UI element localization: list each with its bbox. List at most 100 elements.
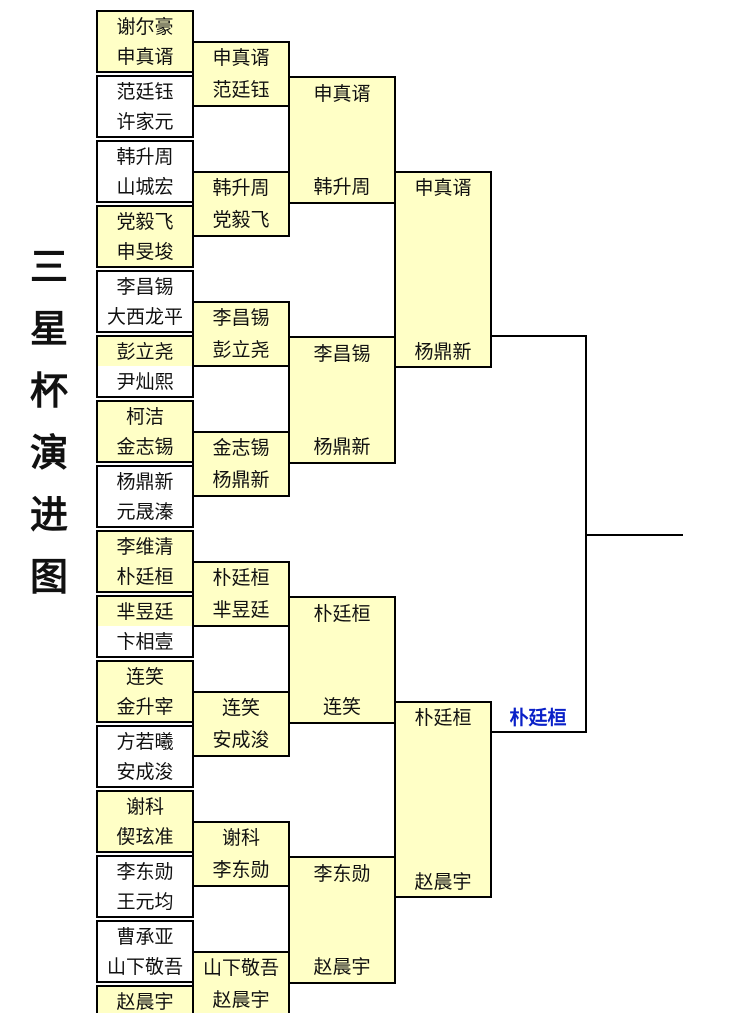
player-name: 卞相壹 xyxy=(116,631,174,653)
highlight-cell xyxy=(96,236,194,267)
highlight-cell xyxy=(96,595,194,626)
player-name: 李东勋 xyxy=(116,861,174,883)
player-name: 连笑 xyxy=(322,696,361,718)
player-name: 韩升周 xyxy=(116,146,174,168)
round2-match-box xyxy=(192,561,290,627)
player-name: 尹灿熙 xyxy=(116,371,174,393)
player-name: 朴廷桓 xyxy=(116,566,174,588)
player-name: 李东勋 xyxy=(313,863,371,885)
player-name: 赵晨宇 xyxy=(212,989,270,1011)
round2-match-box xyxy=(192,301,290,367)
player-name: 杨鼎新 xyxy=(313,436,371,458)
player-name: 金志锡 xyxy=(212,437,270,459)
player-name: 李昌锡 xyxy=(116,276,174,298)
player-name: 党毅飞 xyxy=(116,211,174,233)
player-name: 朴廷桓 xyxy=(212,567,270,589)
title-char: 图 xyxy=(29,554,68,599)
highlight-cell xyxy=(96,431,194,462)
title-char: 三 xyxy=(29,244,68,289)
player-name: 朴廷桓 xyxy=(313,603,371,625)
round4-match-box xyxy=(394,171,492,368)
player-name: 彭立尧 xyxy=(212,339,270,361)
highlight-cell xyxy=(96,790,194,821)
player-name: 申真谞 xyxy=(414,177,472,199)
player-name: 朴廷桓 xyxy=(509,707,567,729)
player-name: 范廷钰 xyxy=(212,79,270,101)
player-name: 李维清 xyxy=(116,536,174,558)
player-name: 谢科 xyxy=(125,796,164,818)
round2-match-box xyxy=(192,41,290,107)
player-name: 党毅飞 xyxy=(212,209,270,231)
player-name: 申真谞 xyxy=(313,83,371,105)
player-name: 申真谞 xyxy=(212,47,270,69)
title-char: 杯 xyxy=(29,368,68,413)
player-name: 金升宰 xyxy=(116,696,174,718)
player-name: 谢科 xyxy=(221,827,260,849)
highlight-cell xyxy=(96,10,194,41)
round3-match-box xyxy=(288,76,396,204)
round3-match-box xyxy=(288,596,396,724)
title-char: 进 xyxy=(29,492,68,537)
bracket-line xyxy=(490,335,587,337)
bracket-line xyxy=(585,534,683,536)
title-char: 演 xyxy=(29,430,68,475)
highlight-cell xyxy=(96,205,194,236)
round3-match-box xyxy=(288,336,396,464)
player-name: 杨鼎新 xyxy=(414,341,472,363)
player-name: 王元均 xyxy=(116,891,174,913)
player-name: 金志锡 xyxy=(116,436,174,458)
highlight-cell xyxy=(96,41,194,72)
highlight-cell xyxy=(96,821,194,852)
highlight-cell xyxy=(96,561,194,592)
player-name: 杨鼎新 xyxy=(212,469,270,491)
player-name: 安成浚 xyxy=(116,761,174,783)
player-name: 赵晨宇 xyxy=(116,991,174,1013)
round2-match-box xyxy=(192,431,290,497)
round2-match-box xyxy=(192,821,290,887)
player-name: 李昌锡 xyxy=(212,307,270,329)
highlight-cell xyxy=(96,335,194,366)
player-name: 曹承亚 xyxy=(116,926,174,948)
round2-match-box xyxy=(192,171,290,237)
player-name: 彭立尧 xyxy=(116,341,174,363)
player-name: 朴廷桓 xyxy=(414,707,472,729)
title-char: 星 xyxy=(29,306,68,351)
player-name: 申旻埈 xyxy=(116,241,174,263)
player-name: 大西龙平 xyxy=(106,306,183,328)
round3-match-box xyxy=(288,856,396,984)
bracket-title: 三 星 杯 演 进 图 xyxy=(26,236,72,608)
player-name: 杨鼎新 xyxy=(116,471,174,493)
player-name: 方若曦 xyxy=(116,731,174,753)
round2-match-box xyxy=(192,691,290,757)
player-name: 元晟溱 xyxy=(116,501,174,523)
round4-match-box xyxy=(394,701,492,898)
player-name: 赵晨宇 xyxy=(313,956,371,978)
player-name: 山下敬吾 xyxy=(202,957,279,979)
highlight-cell xyxy=(96,530,194,561)
player-name: 芈昱廷 xyxy=(116,601,174,623)
player-name: 韩升周 xyxy=(313,176,371,198)
highlight-cell xyxy=(96,660,194,691)
round2-match-box xyxy=(192,951,290,1013)
player-name: 连笑 xyxy=(125,666,164,688)
player-name: 谢尔豪 xyxy=(116,16,174,38)
player-name: 山城宏 xyxy=(116,176,174,198)
player-name: 范廷钰 xyxy=(116,81,174,103)
player-name: 韩升周 xyxy=(212,177,270,199)
player-name: 许家元 xyxy=(116,111,174,133)
player-name: 申真谞 xyxy=(116,46,174,68)
player-name: 连笑 xyxy=(221,697,260,719)
player-name: 柯洁 xyxy=(125,406,164,428)
player-name: 赵晨宇 xyxy=(414,871,472,893)
highlight-cell xyxy=(96,400,194,431)
player-name: 李昌锡 xyxy=(313,343,371,365)
player-name: 安成浚 xyxy=(212,729,270,751)
highlight-cell xyxy=(96,985,194,1013)
player-name: 山下敬吾 xyxy=(106,956,183,978)
bracket-line xyxy=(490,731,587,733)
player-name: 李东勋 xyxy=(212,859,270,881)
highlight-cell xyxy=(96,691,194,722)
player-name: 芈昱廷 xyxy=(212,599,270,621)
player-name: 偰玹准 xyxy=(116,826,174,848)
